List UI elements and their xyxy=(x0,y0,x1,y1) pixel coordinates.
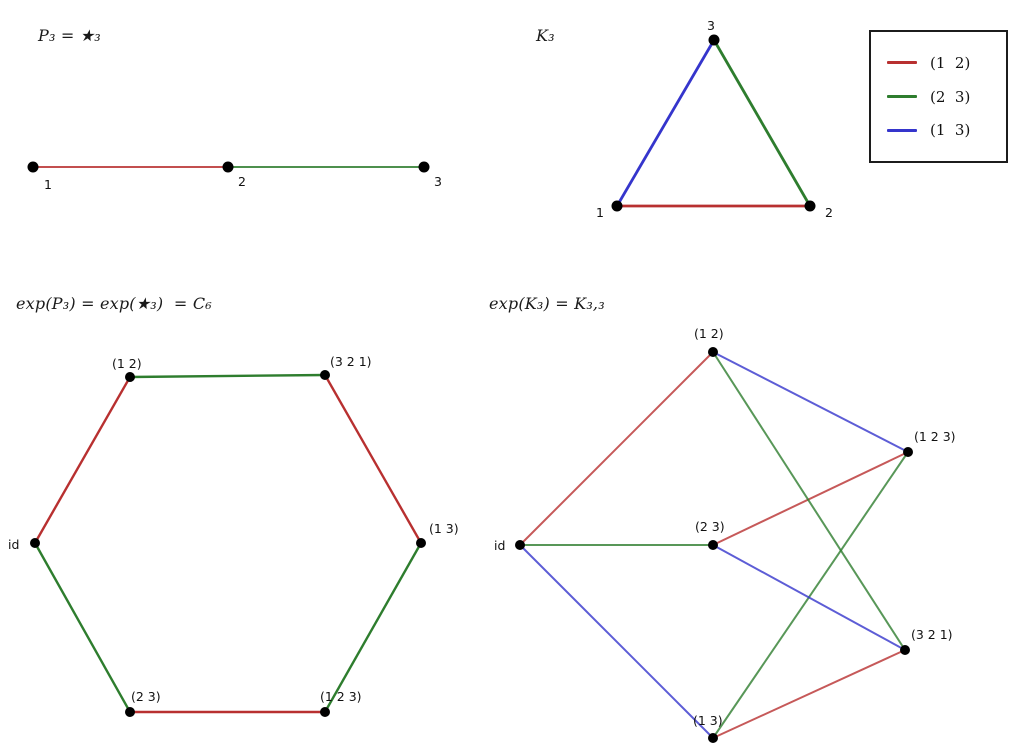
blue-line-swatch xyxy=(887,128,917,132)
graph-edge-red xyxy=(323,374,423,544)
node-label: (1 2 3) xyxy=(320,689,362,704)
legend-box: (1 2) (2 3) (1 3) xyxy=(869,30,1008,163)
legend-items: (1 2) (2 3) (1 3) xyxy=(887,38,996,155)
graph-node xyxy=(708,733,718,743)
graph-node xyxy=(515,540,525,550)
graph-node xyxy=(708,34,720,46)
node-label: (1 3) xyxy=(693,713,723,728)
graph-node xyxy=(708,540,718,550)
red-line-swatch xyxy=(887,61,917,65)
graph-node xyxy=(27,161,39,173)
node-label: 1 xyxy=(44,177,52,192)
graph-node xyxy=(418,161,430,173)
legend-label: (2 3) xyxy=(930,87,971,106)
graph-edge-red xyxy=(712,649,906,739)
graph-node xyxy=(125,372,135,382)
graph-node xyxy=(900,645,910,655)
graph-node xyxy=(320,370,330,380)
node-label: (1 2 3) xyxy=(914,429,956,444)
title-p3: P₃ = ★₃ xyxy=(38,26,101,45)
graph-edge-green xyxy=(712,351,906,651)
graph-edge-red xyxy=(712,451,909,546)
graph-edge-blue xyxy=(712,544,906,651)
title-k33: exp(K₃) = K₃,₃ xyxy=(489,294,605,313)
legend-item: (1 3) xyxy=(887,121,996,139)
graph-node xyxy=(416,538,426,548)
graph-edge-red xyxy=(519,351,714,546)
node-label: (3 2 1) xyxy=(911,627,953,642)
node-label: (1 2) xyxy=(694,326,724,341)
graph-node xyxy=(708,347,718,357)
graph-node xyxy=(804,200,816,212)
graph-edge-blue xyxy=(615,39,716,207)
node-label: 3 xyxy=(707,18,715,33)
graph-node xyxy=(125,707,135,717)
green-line-swatch xyxy=(887,95,917,98)
legend-item: (1 2) xyxy=(887,54,996,72)
node-label: id xyxy=(8,537,19,552)
node-label: (1 2) xyxy=(112,356,142,371)
graph-edge-red xyxy=(33,376,132,544)
node-label: (1 3) xyxy=(429,521,459,536)
graph-edge-green xyxy=(33,542,132,713)
graph-edge-green xyxy=(712,451,909,739)
graph-node xyxy=(611,200,623,212)
legend-label: (1 2) xyxy=(930,53,971,72)
node-label: 2 xyxy=(238,174,246,189)
node-label: id xyxy=(494,538,505,553)
node-label: (2 3) xyxy=(695,519,725,534)
graph-edge-green xyxy=(712,39,812,207)
graph-node xyxy=(30,538,40,548)
graph-edge-blue xyxy=(712,351,909,453)
title-k3: K₃ xyxy=(536,26,555,45)
node-label: 1 xyxy=(596,205,604,220)
graph-node xyxy=(222,161,234,173)
legend-item: (2 3) xyxy=(887,88,996,106)
graph-edge-blue xyxy=(519,544,714,739)
node-label: 2 xyxy=(825,205,833,220)
node-label: (2 3) xyxy=(131,689,161,704)
node-label: 3 xyxy=(434,174,442,189)
graph-node xyxy=(320,707,330,717)
graph-node xyxy=(903,447,913,457)
graph-edge-green xyxy=(323,542,423,713)
title-c6: exp(P₃) = exp(★₃) = C₆ xyxy=(16,294,212,313)
node-label: (3 2 1) xyxy=(330,354,372,369)
graph-edge-green xyxy=(129,373,326,379)
legend-label: (1 3) xyxy=(930,121,971,140)
